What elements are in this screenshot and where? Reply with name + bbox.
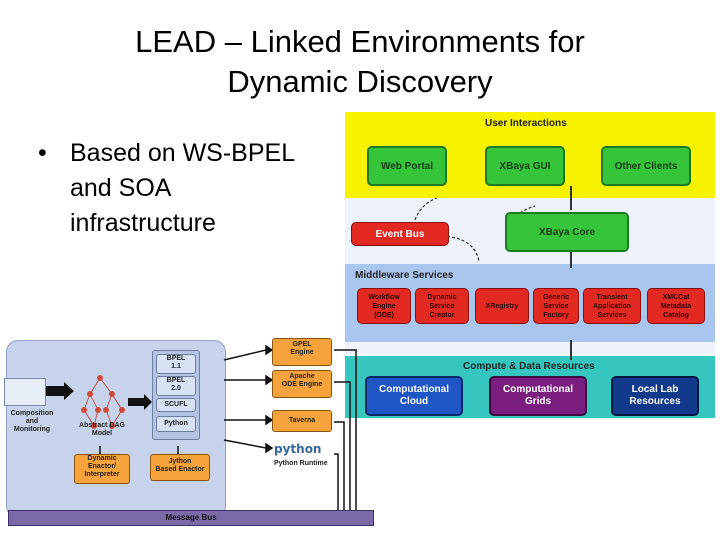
bpel-line: BPEL [166,355,186,362]
service-line: Engine [372,302,396,310]
workflow-connectors [46,344,357,510]
bullet-line-1: Based on WS-BPEL [70,139,296,167]
bullet-line-2: and SOA [70,174,172,202]
service-line: Creator [429,311,455,319]
event-bus-dashed-arrow [414,197,438,221]
bullet-symbol: • [38,139,47,167]
jython-line: Based Enactor [155,466,205,473]
slide-title: LEAD – Linked Environments for Dynamic D… [60,22,660,102]
dynamic-service-creator-box: Dynamic Service Creator [415,288,469,324]
apache-ode-engine-box: Apache ODE Engine [272,370,332,398]
xbaya-core-box: XBaya Core [505,212,629,252]
service-line: (ODE) [374,311,394,319]
enactor-line: Enactor/ [87,463,116,470]
lab-line: Local Lab [631,384,679,395]
enactor-line: Dynamic [87,455,117,462]
service-line: Transient [596,293,628,301]
bpel-line: BPEL [166,377,186,384]
generic-service-factory-box: Generic Service Factory [533,288,579,324]
user-interactions-label: User Interactions [485,118,567,129]
bpel-20-box: BPEL 2.0 [156,376,196,396]
dag-edges [83,377,123,427]
python-box: Python [156,416,196,432]
service-line: Dynamic [427,293,457,301]
title-line-1: LEAD – Linked Environments for [135,24,585,59]
service-line: Application [592,302,632,310]
other-clients-box: Other Clients [601,146,691,186]
bpel-line: 1.1 [171,363,181,370]
grids-line: Grids [524,396,552,407]
dynamic-enactor-box: Dynamic Enactor/ Interpreter [74,454,130,484]
cloud-line: Computational [379,384,449,395]
service-line: Catalog [663,311,689,319]
computational-grids-box: Computational Grids [489,376,587,416]
service-line: Factory [543,311,569,319]
message-bus: Message Bus [8,510,374,526]
enactor-line: Interpreter [84,471,120,478]
bullet-text: Based on WS-BPEL and SOA infrastructure [70,136,340,241]
bpel-line: 2.0 [171,385,181,392]
service-line: Workflow [368,293,400,301]
abstract-dag-line: Abstract DAG [79,422,125,429]
xmccat-catalog-box: XMCCat Metadata Catalog [647,288,705,324]
service-line: Service [543,302,569,310]
xregistry-box: XRegistry [475,288,529,324]
monitor-thumbnail [4,378,46,406]
workflow-engine-box: Workflow Engine (ODE) [357,288,411,324]
dag-to-languages-arrow [128,394,152,410]
composition-label: Composition and Monitoring [8,410,56,434]
service-line: Services [597,311,627,319]
xbaya-gui-box: XBaya GUI [485,146,565,186]
python-logo: python [274,442,322,456]
abstract-dag-label: Abstract DAG Model [78,422,126,438]
title-line-2: Dynamic Discovery [227,64,493,99]
web-portal-box: Web Portal [367,146,447,186]
scufl-box: SCUFL [156,398,196,412]
jython-line: Jython [168,458,192,465]
dag-nodes [81,375,125,429]
lab-line: Resources [629,396,681,407]
composition-line: and [25,418,39,425]
service-line: Metadata [660,302,692,310]
transient-application-services-box: Transient Application Services [583,288,641,324]
apache-line: Apache [289,373,315,380]
composition-line: Monitoring [13,426,51,433]
apache-line: ODE Engine [281,381,323,388]
service-line: Service [429,302,455,310]
engine-to-bus-lines [99,349,357,510]
jython-enactor-box: Jython Based Enactor [150,454,210,481]
computational-cloud-box: Computational Cloud [365,376,463,416]
taverna-box: Taverna [272,410,332,432]
python-runtime-label: Python Runtime [274,460,328,467]
gpel-engine-box: GPEL Engine [272,338,332,366]
gpel-line: Engine [290,349,314,356]
gpel-line: GPEL [292,341,312,348]
lead-architecture-diagram: User Interactions Web Portal XBaya GUI O… [345,112,715,422]
middleware-services-label: Middleware Services [355,270,454,281]
service-line: Generic [542,293,570,301]
composition-line: Composition [10,410,54,417]
compute-data-resources-label: Compute & Data Resources [463,361,595,372]
local-lab-resources-box: Local Lab Resources [611,376,699,416]
event-bus-box: Event Bus [351,222,449,246]
abstract-dag-line: Model [91,430,113,437]
cloud-line: Cloud [399,396,429,407]
bullet-line-3: infrastructure [70,209,216,237]
engine-arrows [223,344,274,454]
grids-line: Computational [503,384,573,395]
workflow-diagram: Composition and Monitoring Abstract DAG … [0,336,376,526]
bpel-11-box: BPEL 1.1 [156,354,196,374]
composition-arrow [46,382,74,400]
service-line: XMCCat [662,293,690,301]
